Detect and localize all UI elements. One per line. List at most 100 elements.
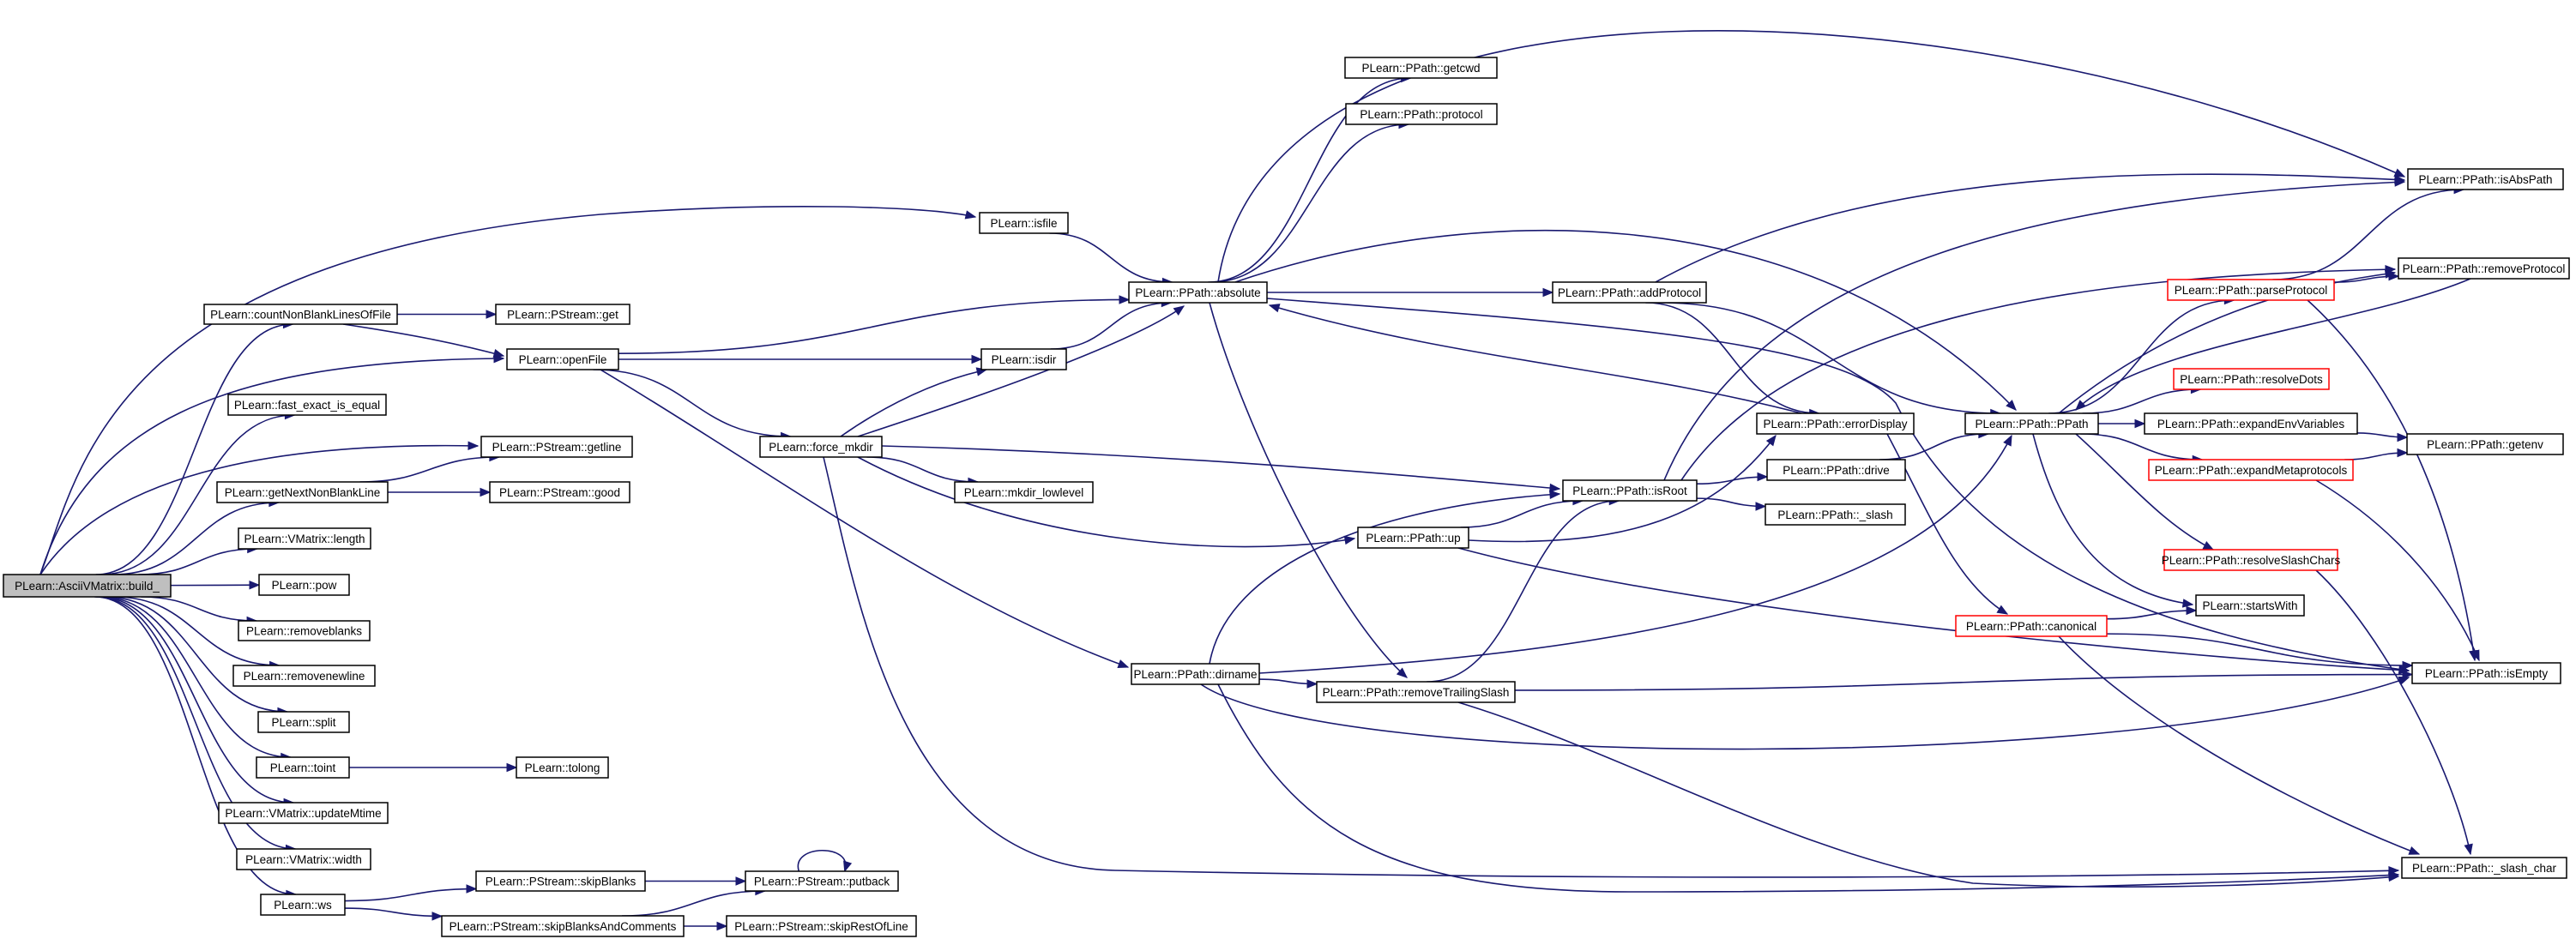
node-getenv[interactable]: PLearn::PPath::getenv [2406, 433, 2564, 455]
node-countnb[interactable]: PLearn::countNonBlankLinesOfFile [203, 304, 398, 325]
node-box [1756, 412, 1915, 435]
node-ppath[interactable]: PLearn::PPath::PPath [1964, 412, 2099, 435]
node-label: PLearn::PPath::errorDisplay [1763, 418, 1907, 430]
node-label: PLearn::PPath::isEmpty [2425, 667, 2549, 680]
node-forcemkdir[interactable]: PLearn::force_mkdir [759, 436, 883, 458]
node-skipblanks[interactable]: PLearn::PStream::skipBlanks [475, 870, 646, 892]
node-startswith[interactable]: PLearn::startsWith [2195, 594, 2305, 617]
node-psgood[interactable]: PLearn::PStream::good [489, 481, 630, 503]
node-box [759, 436, 883, 458]
node-isempty[interactable]: PLearn::PPath::isEmpty [2411, 662, 2561, 684]
call-edge-removeTS-to-isRoot [1427, 496, 1620, 683]
node-parseprotocol[interactable]: PLearn::PPath::parseProtocol [2167, 279, 2335, 301]
node-getcwd[interactable]: PLearn::PPath::getcwd [1344, 57, 1498, 79]
node-vlength[interactable]: PLearn::VMatrix::length [238, 527, 371, 550]
call-edge-build-to-isfile [39, 205, 977, 575]
node-isroot[interactable]: PLearn::PPath::isRoot [1562, 479, 1698, 502]
node-label: PLearn::ws [274, 899, 332, 912]
node-tolong[interactable]: PLearn::tolong [516, 756, 609, 779]
node-expandmeta[interactable]: PLearn::PPath::expandMetaprotocols [2148, 459, 2354, 481]
node-label: PLearn::PPath::resolveSlashChars [2162, 554, 2341, 567]
node-label: PLearn::isfile [990, 217, 1057, 230]
node-dirname[interactable]: PLearn::PPath::dirname [1131, 663, 1260, 685]
call-edge-removeTS-to-isEmpty [1514, 670, 2414, 691]
node-vwidth[interactable]: PLearn::VMatrix::width [236, 848, 371, 870]
call-edge-forcemkdir-to-absolute [857, 305, 1185, 437]
node-split[interactable]: PLearn::split [257, 711, 350, 733]
node-build[interactable]: PLearn::AsciiVMatrix::build_ [3, 574, 172, 598]
node-label: PLearn::PPath::absolute [1135, 286, 1260, 299]
call-edge-parseProtocol-to-removeProtocol [2333, 271, 2400, 283]
node-mkdirlow[interactable]: PLearn::mkdir_lowlevel [954, 481, 1094, 503]
node-label: PLearn::startsWith [2202, 599, 2297, 612]
call-edge-forcemkdir-to-_slash_char [823, 456, 2400, 878]
node-label: PLearn::PPath::drive [1783, 464, 1890, 477]
node-psgetline[interactable]: PLearn::PStream::getline [480, 436, 633, 458]
node-fast[interactable]: PLearn::fast_exact_is_equal [227, 394, 387, 416]
call-edge-openFile-to-dirname [600, 369, 1130, 669]
node-addprotocol[interactable]: PLearn::PPath::addProtocol [1552, 281, 1707, 304]
node-expandenv[interactable]: PLearn::PPath::expandEnvVariables [2144, 412, 2358, 435]
call-edge-dirname-to-isEmpty [1200, 676, 2410, 750]
node-canonical[interactable]: PLearn::PPath::canonical [1955, 615, 2108, 637]
node-label: PLearn::PPath::up [1366, 532, 1460, 545]
node-skiprest[interactable]: PLearn::PStream::skipRestOfLine [726, 915, 917, 937]
call-edge-PPath-to-expandEnv [2098, 418, 2146, 429]
node-removeprotocol[interactable]: PLearn::PPath::removeProtocol [2398, 257, 2570, 280]
node-removeblanks[interactable]: PLearn::removeblanks [238, 620, 371, 641]
node-resolvedots[interactable]: PLearn::PPath::resolveDots [2173, 368, 2330, 390]
node-label: PLearn::AsciiVMatrix::build_ [15, 580, 160, 593]
node-label: PLearn::removeblanks [246, 625, 362, 638]
node-openfile[interactable]: PLearn::openFile [506, 348, 619, 370]
node-label: PLearn::VMatrix::updateMtime [225, 807, 381, 820]
node-_slash[interactable]: PLearn::PPath::_slash [1765, 503, 1906, 526]
node-box [1562, 479, 1698, 502]
call-edges [39, 30, 2480, 931]
node-label: PLearn::PPath::getcwd [1361, 62, 1480, 75]
node-up[interactable]: PLearn::PPath::up [1357, 527, 1469, 549]
node-resolveslash[interactable]: PLearn::PPath::resolveSlashChars [2162, 549, 2341, 571]
node-label: PLearn::pow [272, 579, 337, 592]
node-isabspath[interactable]: PLearn::PPath::isAbsPath [2407, 168, 2564, 190]
node-updmtime[interactable]: PLearn::VMatrix::updateMtime [218, 802, 389, 824]
node-_slash_char[interactable]: PLearn::PPath::_slash_char [2401, 857, 2567, 879]
node-skipbac[interactable]: PLearn::PStream::skipBlanksAndComments [441, 915, 685, 937]
call-edge-build-to-split [105, 596, 289, 717]
node-label: PLearn::fast_exact_is_equal [234, 399, 380, 412]
call-edge-isRoot-to-_slash [1696, 497, 1767, 511]
call-edge-up-to-errorDisplay [1468, 434, 1777, 543]
node-pow[interactable]: PLearn::pow [258, 574, 350, 596]
node-box [480, 436, 633, 458]
call-edge-isRoot-to-drive [1696, 472, 1769, 485]
node-box [227, 394, 387, 416]
call-edge-absolute-to-isAbsPath [1217, 30, 2406, 283]
call-edge-isRoot-to-isAbsPath [1663, 178, 2406, 481]
call-edge-dirname-to-_slash_char [1217, 683, 2400, 893]
node-box [203, 304, 398, 325]
node-label: PLearn::PPath::protocol [1360, 108, 1482, 121]
node-psget[interactable]: PLearn::PStream::get [495, 304, 630, 325]
node-removenewline[interactable]: PLearn::removenewline [232, 665, 376, 687]
node-ws[interactable]: PLearn::ws [260, 894, 346, 916]
node-isfile[interactable]: PLearn::isfile [979, 212, 1069, 234]
call-edge-countNB-to-openFile [342, 323, 505, 358]
node-removets[interactable]: PLearn::PPath::removeTrailingSlash [1316, 681, 1516, 703]
node-absolute[interactable]: PLearn::PPath::absolute [1128, 281, 1268, 304]
node-box [2411, 662, 2561, 684]
call-edge-addProtocol-to-isAbsPath [1655, 173, 2406, 283]
node-box [475, 870, 646, 892]
node-box [2167, 279, 2335, 301]
call-edge-forcemkdir-to-up [857, 456, 1356, 548]
node-drive[interactable]: PLearn::PPath::drive [1766, 459, 1906, 481]
node-getnext[interactable]: PLearn::getNextNonBlankLine [216, 481, 389, 503]
node-errordisplay[interactable]: PLearn::PPath::errorDisplay [1756, 412, 1915, 435]
node-putback[interactable]: PLearn::PStream::putback [745, 870, 899, 892]
node-protocol[interactable]: PLearn::PPath::protocol [1345, 103, 1498, 125]
node-toint[interactable]: PLearn::toint [256, 756, 350, 779]
call-edge-dirname-to-PPath [1258, 434, 2012, 674]
call-edge-PPath-to-startsWith [2032, 433, 2194, 608]
node-box [2163, 549, 2338, 571]
call-edge-canonical-to-_slash_char [2058, 635, 2421, 855]
node-box [1131, 663, 1260, 685]
node-isdir[interactable]: PLearn::isdir [980, 348, 1067, 370]
